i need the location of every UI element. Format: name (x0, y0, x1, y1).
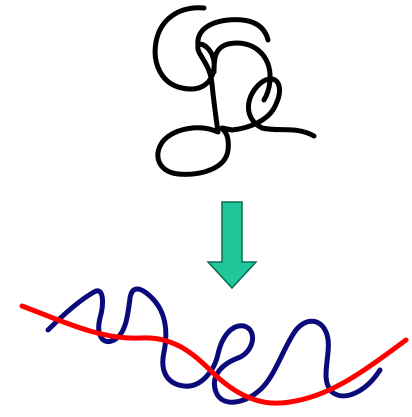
extended-polymer-chain (45, 286, 383, 405)
down-arrow-icon (206, 201, 258, 290)
coiled-polymer-chain (152, 5, 317, 177)
stretch-direction-line (19, 303, 409, 406)
